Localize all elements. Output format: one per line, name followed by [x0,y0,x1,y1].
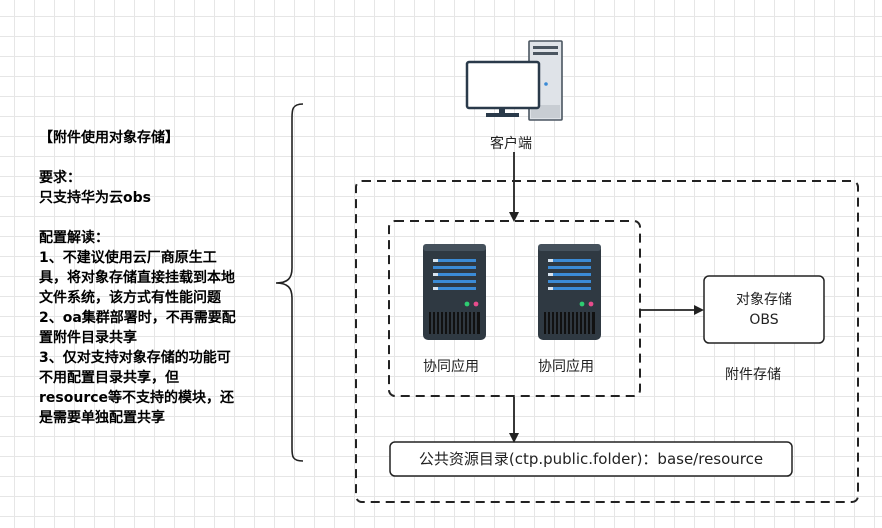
config-line: 置附件目录共享 [39,330,137,346]
outer-dashed-container [355,180,859,503]
notes-title: 【附件使用对象存储】 [39,130,179,146]
config-line: 文件系统，该方式有性能问题 [39,290,221,306]
obs-label-line1: 对象存储 [736,292,792,308]
attachment-storage-label: 附件存储 [725,367,781,383]
config-line: 具，将对象存储直接挂载到本地 [39,270,235,286]
server-icon-2 [538,244,601,340]
client-label: 客户端 [490,136,532,152]
config-line: 3、仅对支持对象存储的功能可 [39,350,231,366]
obs-label: 对象存储 OBS [704,290,824,330]
curly-brace [275,103,304,462]
config-line: 2、oa集群部署时，不再需要配 [39,310,236,326]
cluster-dashed-box [388,220,641,397]
obs-storage-box [703,275,825,344]
config-line: 不用配置目录共享，但 [39,370,179,386]
notes-panel: 【附件使用对象存储】 要求： 只支持华为云obs 配置解读： 1、不建议使用云厂… [39,128,279,428]
config-line: 1、不建议使用云厂商原生工 [39,250,217,266]
server-icon-1 [423,244,486,340]
config-line: resource等不支持的模块，还 [39,390,235,406]
app-label-2: 协同应用 [538,359,594,375]
requirement-heading: 要求： [39,170,81,186]
app-label-1: 协同应用 [423,359,479,375]
requirement-text: 只支持华为云obs [39,190,151,206]
public-dir-label: 公共资源目录(ctp.public.folder)：base/resource [418,450,764,468]
client-monitor-icon [465,60,541,117]
config-line: 是需要单独配置共享 [39,410,165,426]
config-heading: 配置解读： [39,230,109,246]
public-dir-box [389,441,793,477]
obs-label-line2: OBS [749,312,779,328]
